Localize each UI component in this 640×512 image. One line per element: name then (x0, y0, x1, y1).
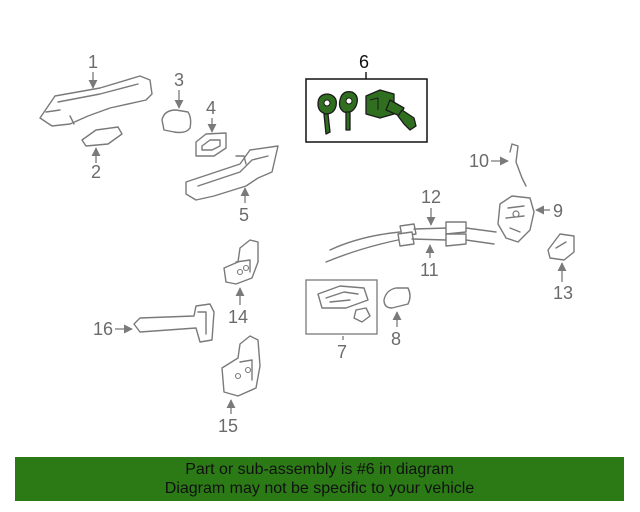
callout-14: 14 (228, 307, 248, 327)
callout-16: 16 (93, 319, 113, 339)
callout-15: 15 (218, 416, 238, 436)
callout-3: 3 (174, 70, 184, 90)
key-icon (317, 93, 337, 135)
part-10-rod[interactable] (509, 143, 527, 187)
callout-9: 9 (553, 201, 563, 221)
callout-4: 4 (206, 98, 216, 118)
part-14-upper-hinge[interactable] (223, 239, 259, 285)
lock-cylinder-icon (365, 89, 417, 131)
callout-11: 11 (420, 260, 439, 280)
callout-7: 7 (337, 342, 347, 362)
part-16-door-check[interactable] (133, 303, 215, 343)
callout-13: 13 (553, 283, 573, 303)
callout-8: 8 (391, 329, 401, 349)
part-3-cap[interactable] (161, 109, 192, 134)
part-9-latch-assembly[interactable] (497, 195, 535, 243)
notice-banner: Part or sub-assembly is #6 in diagram Di… (15, 457, 624, 501)
callout-12: 12 (421, 187, 441, 207)
callout-2: 2 (91, 162, 101, 182)
part-2-handle-pad[interactable] (81, 126, 123, 147)
part-1-outer-handle[interactable] (39, 75, 153, 127)
callout-5: 5 (239, 205, 249, 225)
part-6-lock-cylinder-set[interactable] (305, 78, 428, 143)
part-8-cap[interactable] (383, 287, 411, 309)
part-11-cable[interactable] (325, 231, 495, 263)
notice-line-1: Part or sub-assembly is #6 in diagram (185, 461, 454, 478)
callout-6: 6 (359, 52, 369, 72)
part-15-lower-hinge[interactable] (221, 335, 261, 397)
callout-1: 1 (88, 52, 98, 72)
notice-line-2: Diagram may not be specific to your vehi… (164, 480, 475, 497)
callout-10: 10 (469, 151, 489, 171)
part-4-gasket[interactable] (195, 132, 227, 157)
parts-diagram: 1 2 3 4 5 6 (39, 52, 575, 436)
part-13-bracket[interactable] (547, 233, 575, 261)
key-icon (338, 91, 358, 131)
part-7-door-lock-base[interactable] (305, 279, 378, 335)
part-5-handle-frame[interactable] (185, 145, 279, 201)
